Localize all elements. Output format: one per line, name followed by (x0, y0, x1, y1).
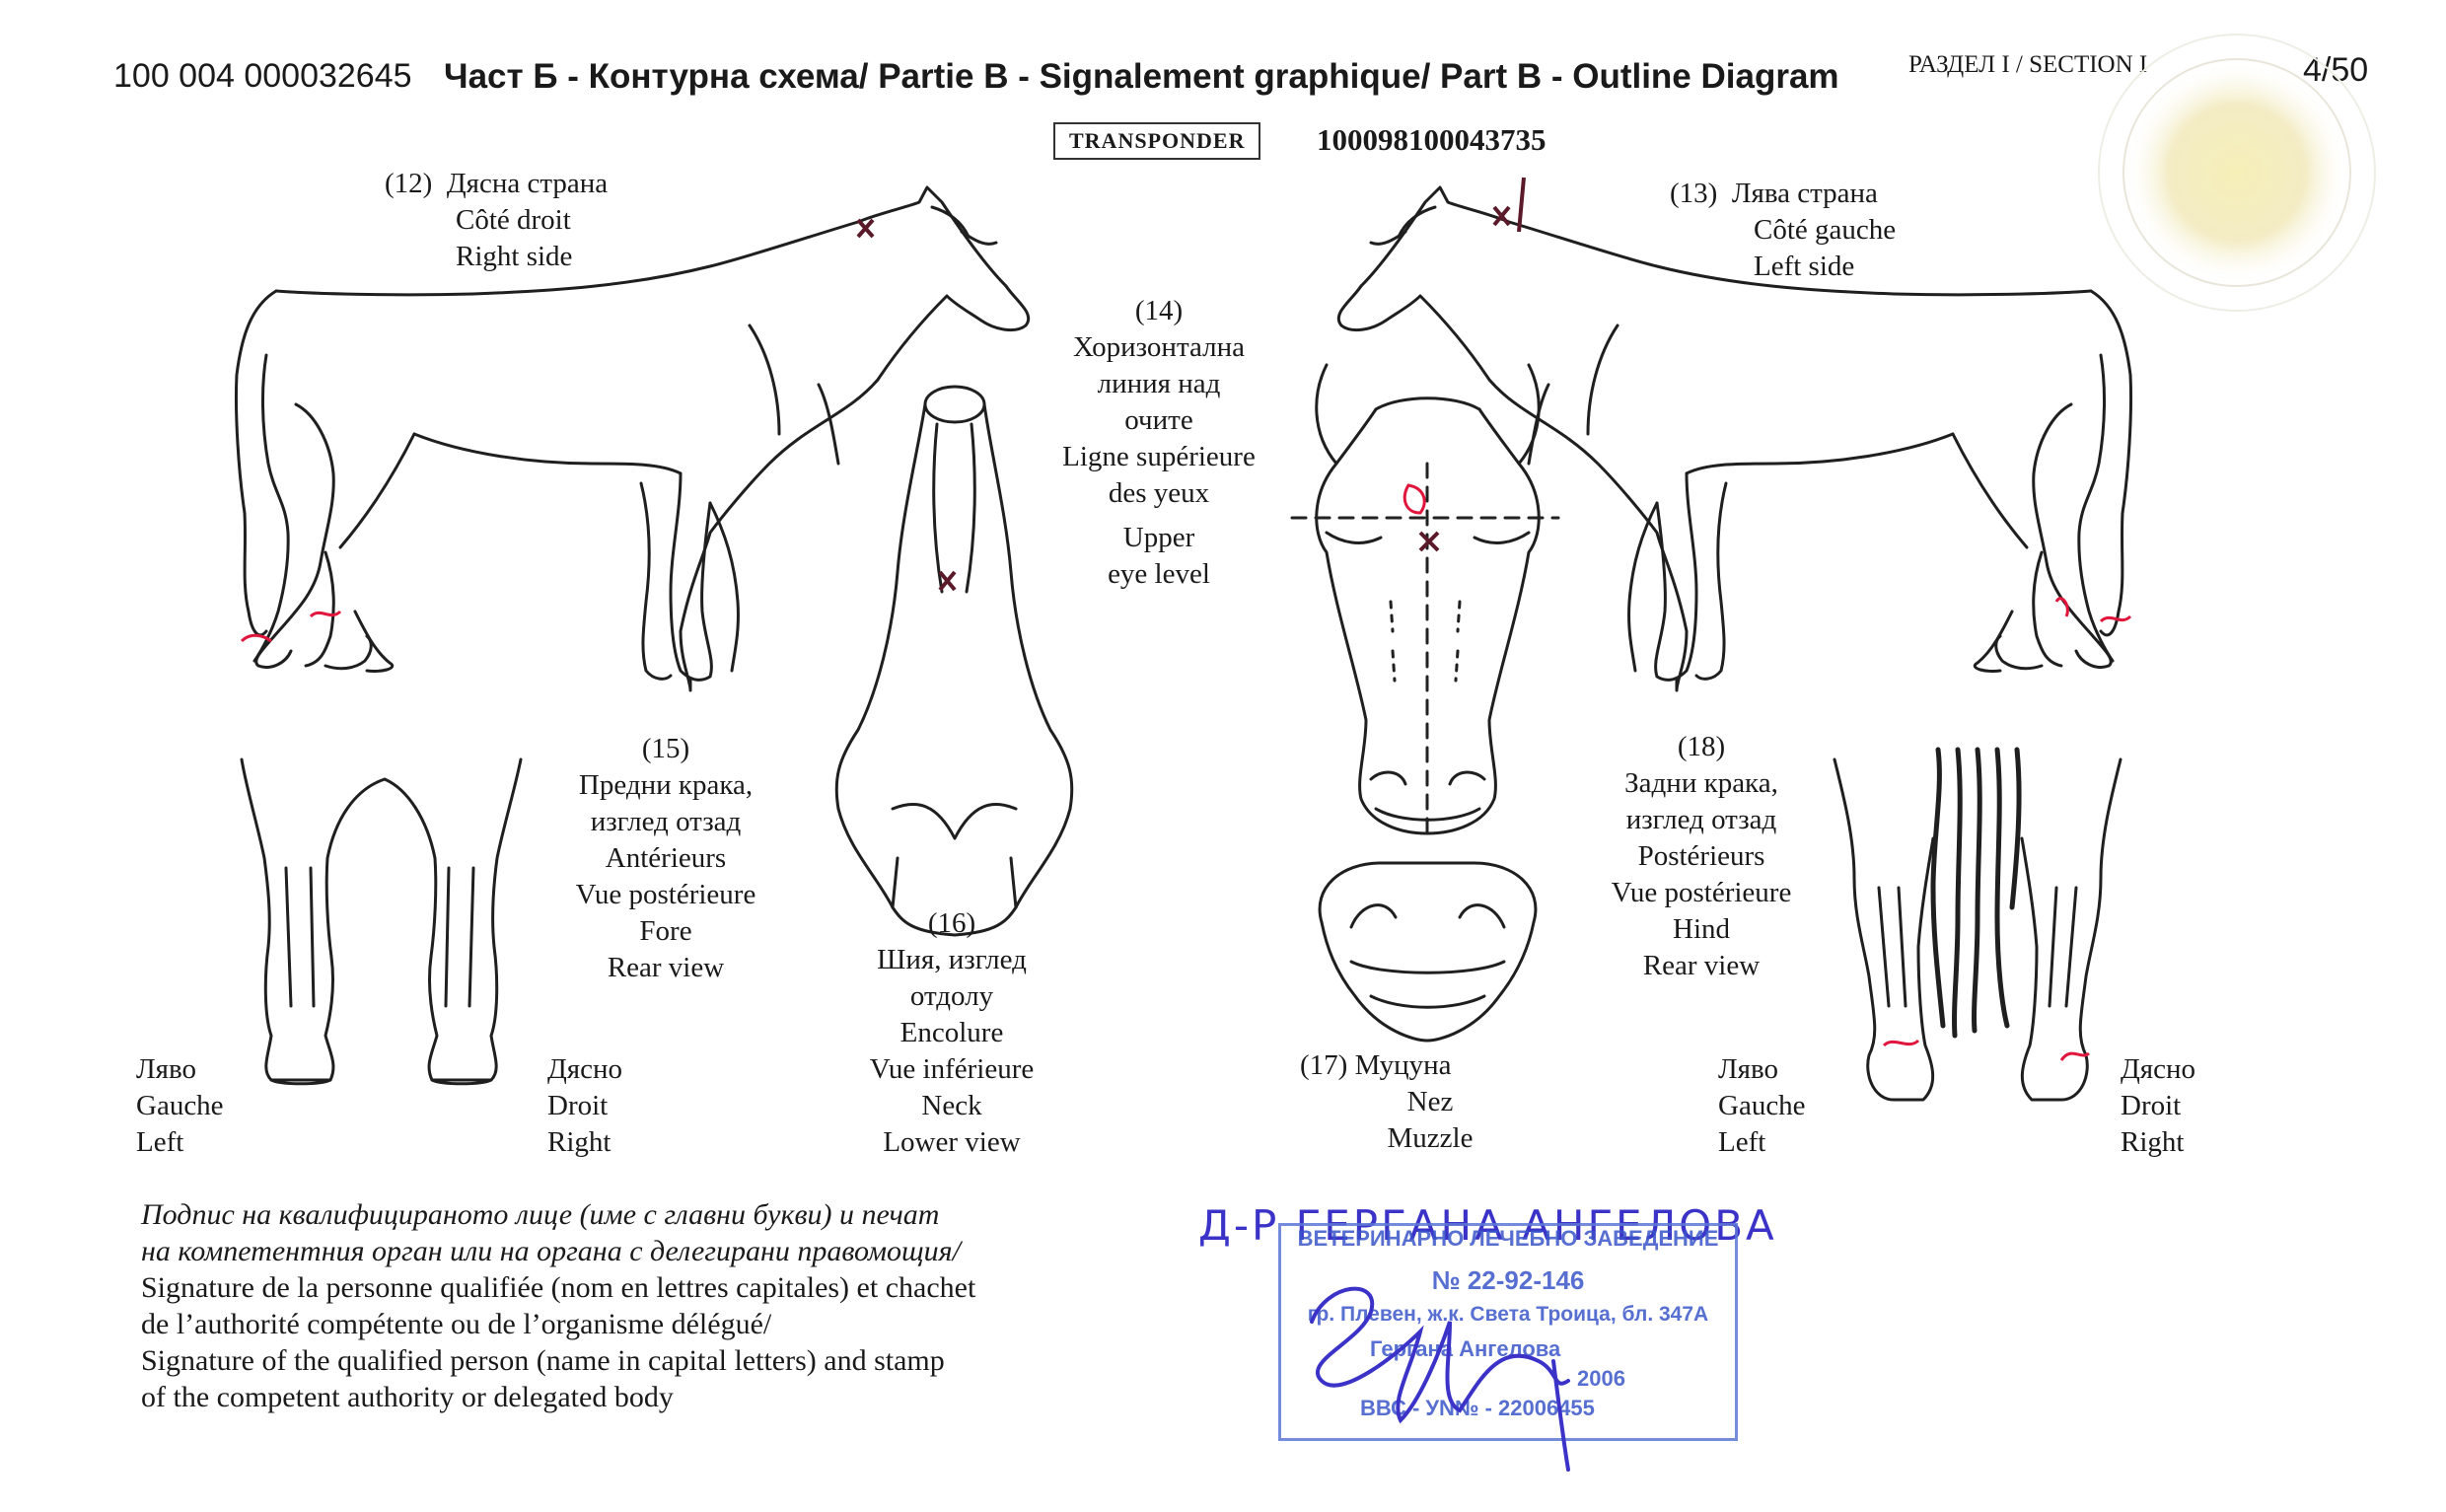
label-muzzle-rest: Nez Muzzle (1351, 1084, 1509, 1157)
label-fore-num: (15) (641, 733, 690, 764)
footer-line: de l’authorité compétente ou de l’organi… (141, 1308, 772, 1340)
footer-line: на компетентния орган или на органа с де… (141, 1235, 961, 1267)
label-right-side: (12) Дясна страна Côté droit Right side (385, 166, 608, 275)
page-title: Част Б - Контурна схема/ Partie B - Sign… (444, 57, 1839, 96)
label-muzzle-line: Muzzle (1387, 1122, 1474, 1154)
label-left-side: (13) Лява страна Côté gauche Left side (1670, 176, 1896, 285)
label-eye-level-line: Upper (1122, 522, 1195, 553)
label-right-side-fr: Côté droit (456, 204, 571, 236)
label-eye-level-line: des yeux (1108, 477, 1210, 509)
label-hind-left-line: Ляво (1718, 1053, 1779, 1085)
label-muzzle-line: Nez (1406, 1086, 1454, 1117)
neck-lower-view (834, 385, 1074, 937)
label-eye-level-num: (14) (1134, 295, 1184, 326)
marking-crosses (856, 177, 1526, 592)
label-hind-line: изглед отзад (1625, 804, 1777, 835)
label-hind-line: Vue postérieure (1611, 877, 1792, 908)
label-hind-right: Дясно Droit Right (2121, 1051, 2195, 1161)
label-eye-level-line: Хоризонтална (1073, 331, 1245, 363)
stamp-line: гр. Плевен, ж.к. Света Троица, бл. 347А (1307, 1303, 1709, 1326)
stamp-line: Гергана Ангелова (1370, 1336, 1561, 1361)
stamp-line: № 22-92-146 (1431, 1265, 1585, 1295)
hologram-seal (2122, 58, 2351, 287)
label-fore-left-line: Ляво (136, 1053, 197, 1085)
document-number: 100 004 000032645 (113, 57, 412, 95)
footer-line: Signature de la personne qualifiée (nom … (141, 1271, 976, 1304)
label-left-side-fr: Côté gauche (1754, 214, 1897, 246)
footer-line: of the competent authority or delegated … (141, 1381, 674, 1413)
label-hind-line: Hind (1673, 913, 1730, 945)
label-eye-level: (14) Хоризонтална линия над очите Ligne … (1031, 293, 1287, 593)
signature-instructions: Подпис на квалифицираното лице (име с гл… (141, 1196, 975, 1415)
label-fore-line: изглед отзад (590, 806, 742, 837)
muzzle-view (1318, 861, 1538, 1043)
label-right-side-bg: Дясна страна (446, 168, 609, 199)
label-neck-line: Vue inférieure (869, 1053, 1035, 1085)
label-hind-num: (18) (1677, 731, 1726, 762)
label-fore-line: Rear view (607, 952, 725, 983)
label-neck-num: (16) (927, 907, 976, 939)
label-fore-left-line: Left (136, 1126, 184, 1158)
label-neck: (16) Шия, изглед отдолу Encolure Vue inf… (824, 905, 1080, 1161)
label-fore-right: Дясно Droit Right (547, 1051, 622, 1161)
label-neck-line: отдолу (909, 980, 994, 1012)
label-eye-level-line: очите (1124, 404, 1193, 436)
label-left-side-bg: Лява страна (1731, 178, 1878, 209)
stamp: ВЕТЕРИНАРНО ЛЕЧЕБНО ЗАВЕДЕНИЕ № 22-92-14… (1278, 1223, 1738, 1441)
horse-right-side (234, 185, 1030, 692)
label-fore-left: Ляво Gauche Left (136, 1051, 224, 1161)
label-hind-right-line: Дясно (2121, 1053, 2196, 1085)
stamp-line: ВВС - УN№ - 22006455 (1360, 1396, 1595, 1420)
transponder-number: 100098100043735 (1317, 122, 1547, 157)
label-hind: (18) Задни крака, изглед отзад Postérieu… (1573, 729, 1830, 984)
label-neck-line: Neck (921, 1090, 982, 1121)
footer-line: Подпис на квалифицираното лице (име с гл… (141, 1198, 940, 1231)
label-neck-line: Шия, изглед (877, 944, 1027, 975)
stamp-line: ВЕТЕРИНАРНО ЛЕЧЕБНО ЗАВЕДЕНИЕ (1297, 1226, 1719, 1251)
head-front-view (1290, 363, 1560, 835)
footer-line: Signature of the qualified person (name … (141, 1344, 945, 1377)
label-fore-right-line: Droit (547, 1090, 609, 1121)
label-eye-level-line: Ligne supérieure (1062, 441, 1256, 472)
label-muzzle-num: (17) (1300, 1049, 1348, 1081)
fore-legs-rear-view (240, 757, 523, 1086)
section-label: РАЗДЕЛ I / SECTION I (1908, 51, 2148, 78)
label-muzzle-line: Муцуна (1354, 1049, 1452, 1081)
stamp-line: 2006 (1577, 1366, 1625, 1391)
label-hind-left-line: Left (1718, 1126, 1766, 1158)
label-fore-right-line: Right (547, 1126, 612, 1158)
label-right-side-num: (12) (385, 168, 433, 199)
label-eye-level-line: eye level (1108, 558, 1210, 590)
label-right-side-en: Right side (456, 241, 573, 272)
label-hind-right-line: Right (2121, 1126, 2185, 1158)
label-neck-line: Lower view (883, 1126, 1021, 1158)
label-fore-right-line: Дясно (547, 1053, 623, 1085)
label-fore-line: Antérieurs (605, 842, 727, 874)
label-fore-left-line: Gauche (136, 1090, 224, 1121)
transponder-label: TRANSPONDER (1053, 122, 1261, 160)
label-neck-line: Encolure (899, 1017, 1004, 1048)
label-hind-left-line: Gauche (1718, 1090, 1806, 1121)
label-hind-line: Rear view (1642, 950, 1761, 981)
label-left-side-en: Left side (1754, 251, 1855, 282)
label-hind-left: Ляво Gauche Left (1718, 1051, 1806, 1161)
label-hind-line: Задни крака, (1624, 767, 1778, 799)
label-fore: (15) Предни крака, изглед отзад Antérieu… (538, 731, 794, 986)
label-eye-level-line: линия над (1097, 368, 1221, 399)
label-hind-right-line: Droit (2121, 1090, 2182, 1121)
label-fore-line: Предни крака, (578, 769, 754, 801)
label-muzzle: (17) Муцуна (1300, 1047, 1452, 1084)
hind-legs-rear-view (1833, 747, 2122, 1102)
label-fore-line: Fore (639, 915, 692, 947)
marking-red (240, 483, 2132, 1061)
label-hind-line: Postérieurs (1637, 840, 1765, 872)
label-fore-line: Vue postérieure (575, 879, 756, 910)
label-left-side-num: (13) (1670, 178, 1718, 209)
